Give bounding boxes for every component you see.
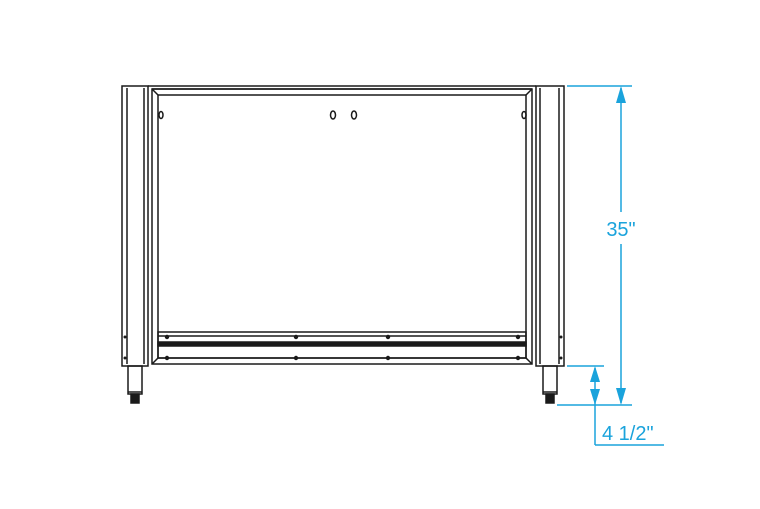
panel-frame — [151, 88, 533, 365]
mounting-slots — [158, 110, 527, 120]
right-post — [535, 85, 565, 367]
bottom-shelf-rail — [157, 331, 527, 359]
leg-height-dimension-label: 4 1/2" — [602, 423, 654, 445]
left-post — [121, 85, 149, 367]
height-dimension — [557, 85, 632, 406]
left-leg — [127, 365, 143, 404]
shelf-rivets — [123, 334, 563, 361]
right-leg — [542, 365, 558, 404]
leg-height-dimension — [567, 365, 664, 446]
height-dimension-label: 35" — [606, 219, 635, 241]
